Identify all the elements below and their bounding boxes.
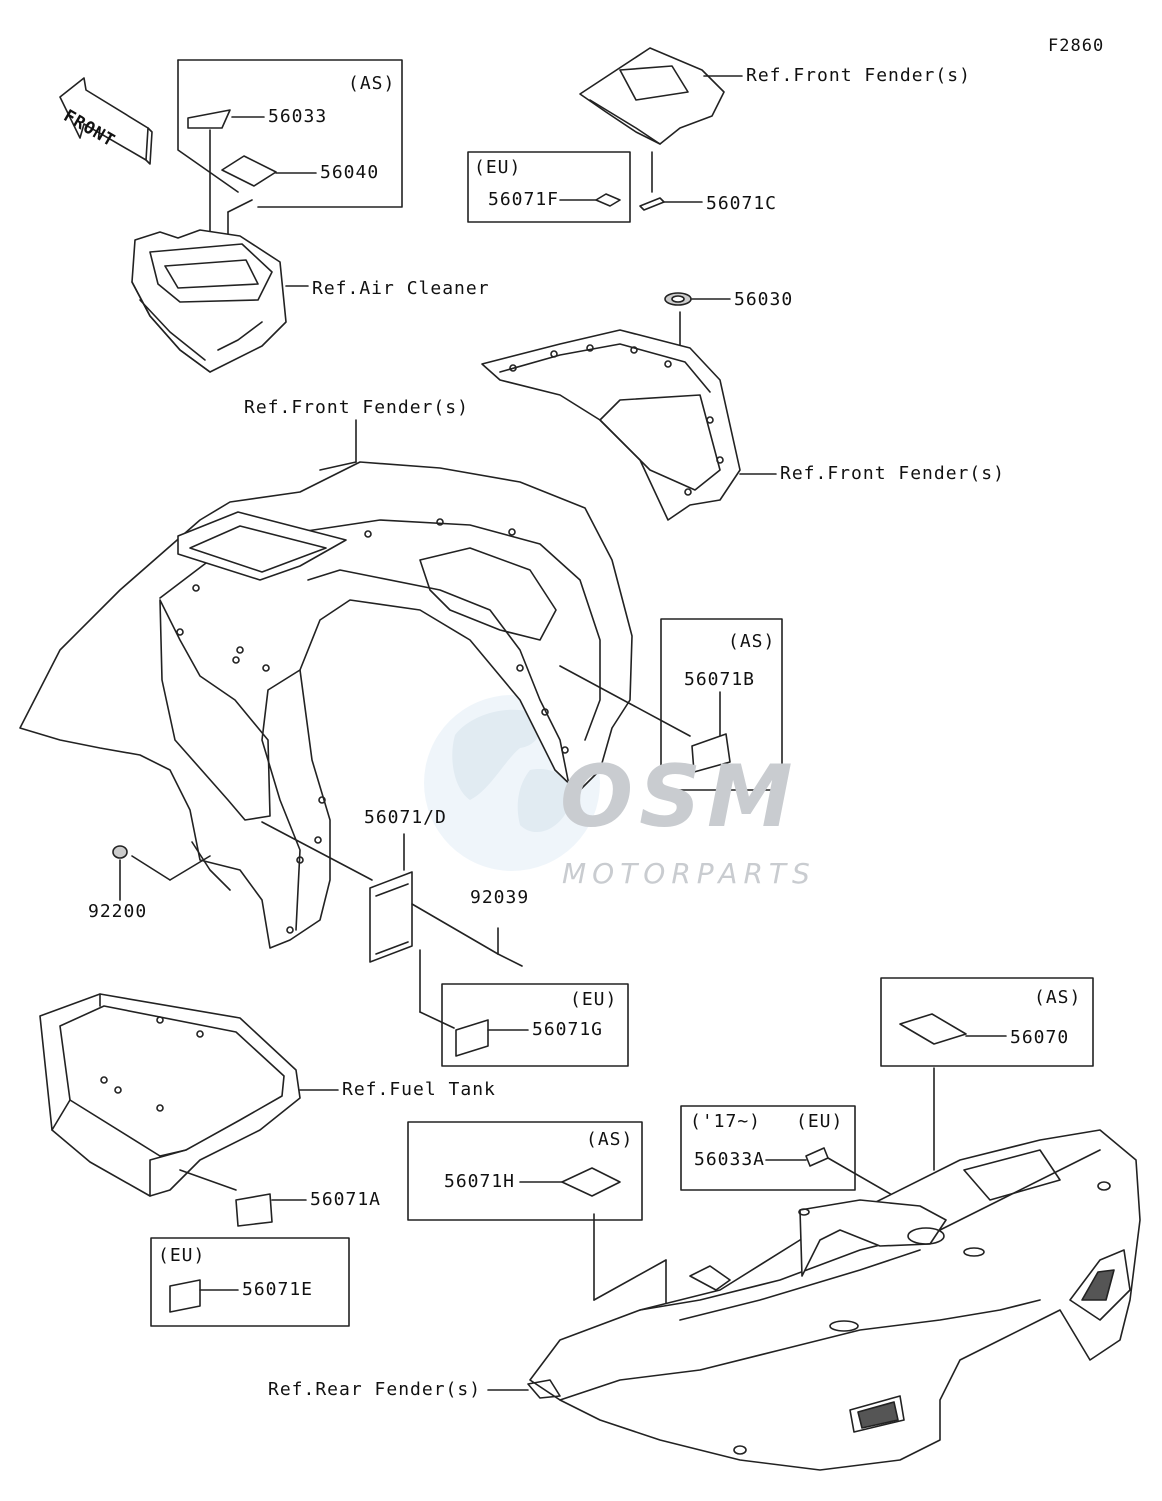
ref-air-cleaner[interactable]: Ref.Air Cleaner xyxy=(312,278,490,299)
rear-fender xyxy=(487,1129,1141,1471)
group-eu-mid: (EU) xyxy=(570,989,618,1010)
group-eu-right: (EU) xyxy=(796,1111,844,1132)
part-56070[interactable]: 56070 xyxy=(1010,1027,1070,1048)
part-56040[interactable]: 56040 xyxy=(320,162,380,183)
part-56033A[interactable]: 56033A xyxy=(694,1149,766,1170)
group-eu-bottom: (EU) xyxy=(158,1245,206,1266)
front-fender-right-part xyxy=(481,329,777,521)
ref-fuel-tank[interactable]: Ref.Fuel Tank xyxy=(342,1079,496,1100)
front-arrow-icon xyxy=(59,77,153,165)
group-as-top: (AS) xyxy=(348,73,396,94)
ref-front-fender-mid[interactable]: Ref.Front Fender(s) xyxy=(244,397,469,418)
part-56071A[interactable]: 56071A xyxy=(310,1189,382,1210)
fuel-tank-cover xyxy=(39,993,339,1197)
part-56071F[interactable]: 56071F xyxy=(488,189,560,210)
part-92200[interactable]: 92200 xyxy=(88,901,148,922)
air-cleaner-cover xyxy=(131,229,309,373)
group-as-right: (AS) xyxy=(1034,987,1082,1008)
group-year-17: ('17~) xyxy=(690,1111,762,1132)
watermark-brand: OSM xyxy=(560,747,799,847)
part-56071G[interactable]: 56071G xyxy=(532,1019,604,1040)
front-fender-main xyxy=(19,419,691,949)
group-eu-top: (EU) xyxy=(474,157,522,178)
front-fender-top-part xyxy=(579,47,743,211)
part-56071D[interactable]: 56071/D xyxy=(364,807,447,828)
part-56071B[interactable]: 56071B xyxy=(684,669,756,690)
ref-rear-fender[interactable]: Ref.Rear Fender(s) xyxy=(268,1379,482,1400)
part-56071C[interactable]: 56071C xyxy=(706,193,778,214)
part-56071E[interactable]: 56071E xyxy=(242,1279,314,1300)
part-56033[interactable]: 56033 xyxy=(268,106,328,127)
part-56071H[interactable]: 56071H xyxy=(444,1171,516,1192)
ref-front-fender-right[interactable]: Ref.Front Fender(s) xyxy=(780,463,1005,484)
figure-code: F2860 xyxy=(1048,36,1105,56)
group-as-mid: (AS) xyxy=(728,631,776,652)
part-92039[interactable]: 92039 xyxy=(470,887,530,908)
group-as-bottom: (AS) xyxy=(586,1129,634,1150)
part-56030[interactable]: 56030 xyxy=(734,289,794,310)
ref-front-fender-top[interactable]: Ref.Front Fender(s) xyxy=(746,65,971,86)
watermark-sub: MOTORPARTS xyxy=(562,857,816,890)
